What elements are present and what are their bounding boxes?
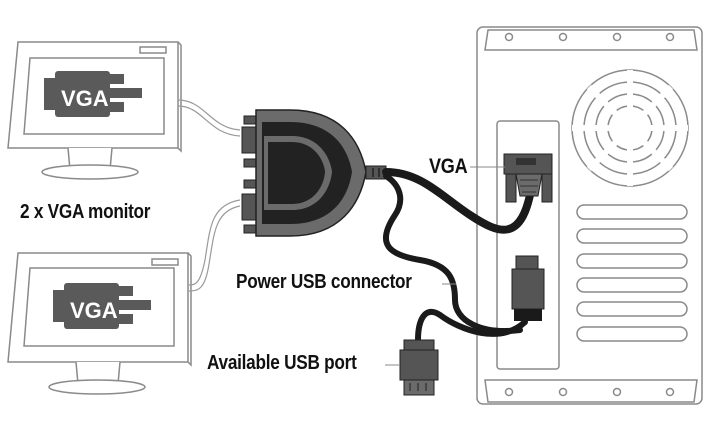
vga-label: VGA [429,155,468,178]
monitor-bottom-vga-text: VGA [70,298,118,323]
vga-connector-icon: VGA [44,71,142,117]
monitors-label: 2 x VGA monitor [20,201,151,223]
pc-tower [476,26,703,405]
vga-plug-icon [503,153,553,203]
pc-screw-holes [504,32,675,397]
pc-vent-slots [576,204,688,342]
monitor-cables [177,99,241,292]
splitter-cables [382,168,534,343]
available-usb-port-icon [399,339,439,396]
pc-io-panel [496,120,560,370]
fan-grille-icon [571,69,689,187]
power-usb-plug-icon [511,255,545,321]
monitor-top-vga-text: VGA [61,86,109,111]
vga-connector-icon: VGA [53,283,151,329]
pc-bottom-rail [484,379,698,403]
power-usb-label: Power USB connector [236,271,412,293]
vga-splitter [241,109,387,237]
leader-lines [385,166,505,366]
available-usb-label: Available USB port [207,352,357,374]
pc-top-rail [484,29,698,51]
